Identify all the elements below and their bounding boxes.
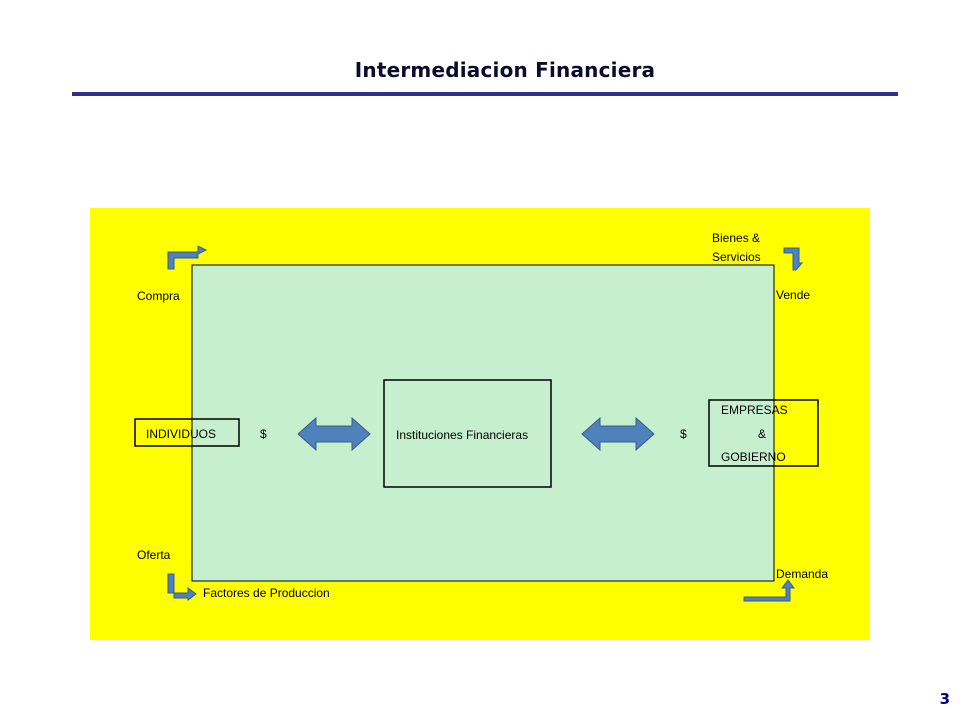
individuos-box (134, 418, 240, 447)
label-gobierno: GOBIERNO (721, 450, 786, 464)
page-number: 3 (939, 690, 950, 708)
title-rule (72, 92, 898, 96)
label-dollar-right: $ (680, 427, 687, 441)
label-instituciones: Instituciones Financieras (396, 428, 528, 442)
right-double-arrow (581, 416, 655, 452)
bienes-corner-arrow (783, 247, 804, 271)
oferta-corner-arrow (167, 573, 197, 601)
empresas-box (708, 399, 819, 467)
demanda-corner-arrow (743, 579, 795, 602)
slide-title: Intermediacion Financiera (354, 58, 656, 82)
label-individuos: INDIVIDUOS (146, 427, 216, 441)
label-servicios: Servicios (712, 250, 761, 264)
label-empresas: EMPRESAS (721, 403, 788, 417)
compra-corner-arrow (167, 245, 208, 270)
economy-box (191, 264, 775, 582)
left-double-arrow (297, 416, 371, 452)
financial-intermediation-diagram: Compra Bienes & Servicios Vende Oferta F… (90, 208, 870, 640)
label-compra: Compra (137, 289, 180, 303)
instituciones-box (383, 379, 552, 488)
label-dollar-left: $ (260, 427, 267, 441)
label-oferta: Oferta (137, 548, 171, 562)
label-demanda: Demanda (776, 567, 828, 581)
label-vende: Vende (776, 288, 810, 302)
label-bienes: Bienes & (712, 231, 760, 245)
label-factores: Factores de Produccion (203, 586, 330, 600)
label-ampersand: & (758, 427, 766, 441)
